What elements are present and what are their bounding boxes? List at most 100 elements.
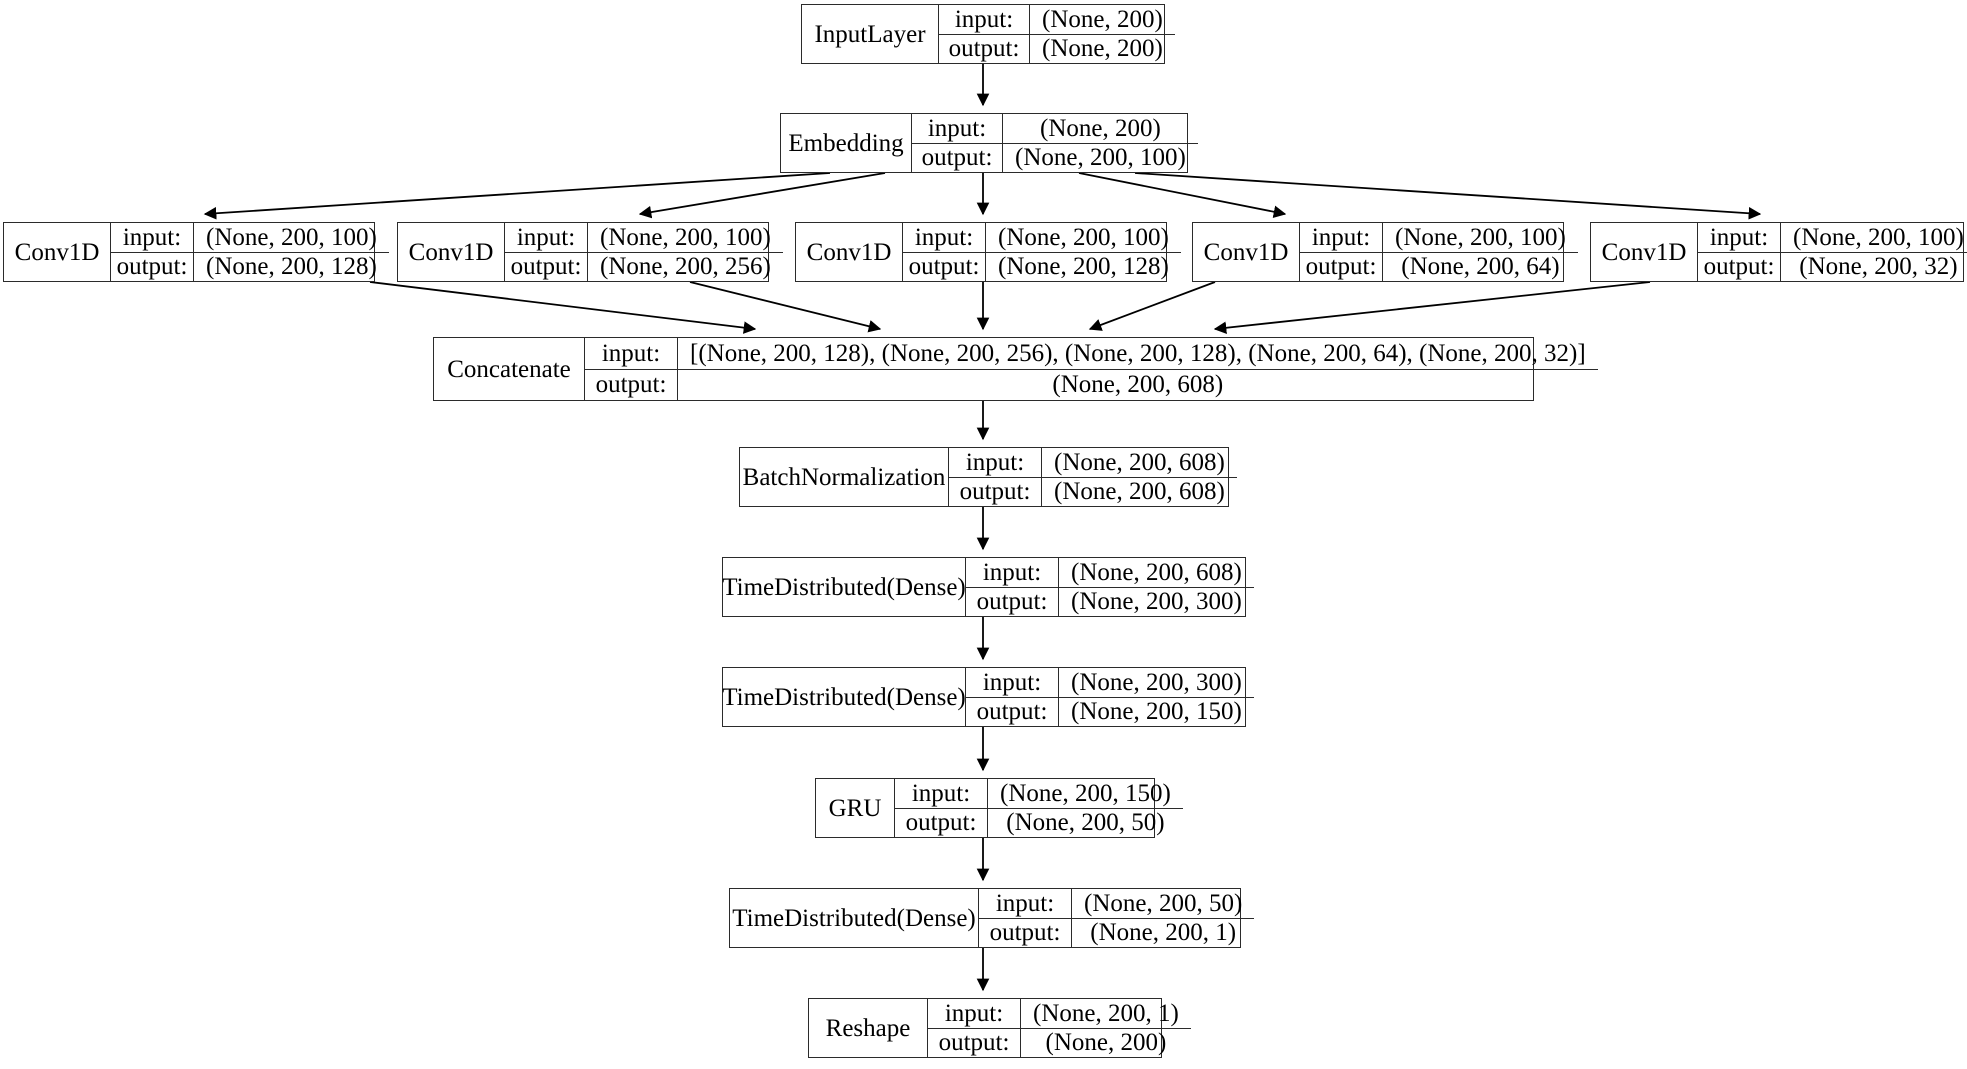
layer-input-label: input: xyxy=(1709,223,1769,251)
edge-conv1d_2-to-concatenate xyxy=(689,281,882,333)
layer-input-label: input: xyxy=(995,889,1055,917)
layer-output-row: output:(None, 200, 64) xyxy=(1300,251,1578,281)
layer-name-label: Embedding xyxy=(788,129,904,157)
layer-input-row: input:(None, 200, 1) xyxy=(928,999,1191,1028)
layer-name-label: Reshape xyxy=(825,1014,911,1042)
layer-node-time_distributed_dense_3[interactable]: TimeDistributed(Dense)input:(None, 200, … xyxy=(729,888,1255,948)
layer-output-row: output: (None, 200, 1) xyxy=(979,917,1255,947)
layer-output-label: output: xyxy=(1703,253,1775,281)
layer-io-table: input:(None, 200, 1)output: (None, 200) xyxy=(927,999,1191,1057)
layer-output-shape: (None, 200) xyxy=(1020,1028,1191,1057)
layer-input-label: input: xyxy=(601,339,661,367)
layer-input-label: input: xyxy=(927,114,987,142)
edges xyxy=(203,64,1762,992)
edge-embedding-to-conv1d_1 xyxy=(203,172,831,220)
layer-output-row: output:(None, 200, 300) xyxy=(966,586,1254,616)
layer-output-label: output: xyxy=(976,588,1048,616)
layer-input-label: input: xyxy=(982,668,1042,696)
layer-output-shape: (None, 200, 128) xyxy=(985,252,1181,281)
layer-io-table: input: [(None, 200, 128), (None, 200, 256… xyxy=(584,338,1598,400)
layer-output-label: output: xyxy=(948,35,1020,63)
layer-output-label: output: xyxy=(938,1029,1010,1057)
layer-name-label: TimeDistributed(Dense) xyxy=(722,573,966,601)
layer-input-row: input: (None, 200) xyxy=(912,114,1198,143)
edge-embedding-to-conv1d_5 xyxy=(1134,172,1762,220)
layer-input-shape: (None, 200) xyxy=(1002,114,1198,143)
layer-name-label: GRU xyxy=(828,794,882,822)
layer-input-shape: (None, 200, 100) xyxy=(1382,223,1578,252)
layer-name-label: TimeDistributed(Dense) xyxy=(722,683,966,711)
layer-output-shape: (None, 200, 64) xyxy=(1382,252,1578,281)
layer-output-shape: (None, 200, 50) xyxy=(987,808,1183,837)
layer-name-label: Conv1D xyxy=(1601,238,1687,266)
layer-output-label: output: xyxy=(908,253,980,281)
layer-input-row: input:(None, 200, 150) xyxy=(895,779,1183,808)
layer-input-shape: (None, 200, 100) xyxy=(985,223,1181,252)
layer-input-label: input: xyxy=(965,448,1025,476)
layer-output-shape: (None, 200) xyxy=(1029,34,1175,63)
layer-input-row: input:(None, 200, 50) xyxy=(979,889,1254,918)
layer-input-row: input: (None, 200, 300) xyxy=(966,668,1254,697)
edge-conv1d_1-to-concatenate xyxy=(369,281,757,334)
layer-io-table: input:(None, 200, 100)output:(None, 200,… xyxy=(1697,223,1967,281)
layer-output-label: output: xyxy=(510,253,582,281)
layer-output-shape: (None, 200, 1) xyxy=(1071,918,1254,947)
layer-name-label: Conv1D xyxy=(408,238,494,266)
layer-io-table: input: (None, 200) output: (None, 200) xyxy=(938,5,1175,63)
edge-embedding-to-conv1d_4 xyxy=(1078,172,1287,218)
layer-output-row: output:(None, 200, 128) xyxy=(111,251,389,281)
layer-input-row: input:(None, 200, 100) xyxy=(111,223,389,252)
layer-output-shape: (None, 200, 256) xyxy=(587,252,783,281)
layer-input-shape: [(None, 200, 128), (None, 200, 256), (No… xyxy=(677,338,1598,369)
layer-output-row: output:(None, 200, 128) xyxy=(903,251,1181,281)
layer-input-shape: (None, 200) xyxy=(1029,5,1175,34)
layer-output-row: output: (None, 200) xyxy=(928,1027,1191,1057)
layer-input-label: input: xyxy=(516,223,576,251)
layer-output-shape: (None, 200, 150) xyxy=(1058,697,1254,726)
layer-output-shape: (None, 200, 128) xyxy=(193,252,389,281)
layer-io-table: input:(None, 200)output:(None, 200, 100) xyxy=(911,114,1198,172)
layer-input-shape: (None, 200, 300) xyxy=(1058,668,1254,697)
layer-node-batch_normalization[interactable]: BatchNormalization input: (None, 200, 608)… xyxy=(739,447,1237,507)
edge-embedding-to-conv1d_2 xyxy=(638,172,886,219)
layer-output-label: output: xyxy=(1305,253,1377,281)
layer-io-table: input:(None, 200, 150)output:(None, 200,… xyxy=(894,779,1183,837)
layer-input-label: input: xyxy=(954,5,1014,33)
layer-name-label: BatchNormalization xyxy=(742,463,946,491)
layer-node-conv1d_1[interactable]: Conv1D input:(None, 200, 100)output:(None… xyxy=(3,222,389,282)
layer-node-reshape[interactable]: Reshape input:(None, 200, 1)output: (None,… xyxy=(808,998,1191,1058)
layer-io-table: input:(None, 200, 100)output:(None, 200,… xyxy=(504,223,783,281)
layer-name-label: Conv1D xyxy=(14,238,100,266)
layer-output-shape: (None, 200, 32) xyxy=(1780,252,1967,281)
layer-output-label: output: xyxy=(989,919,1061,947)
layer-output-shape: (None, 200, 608) xyxy=(1041,477,1237,506)
layer-input-row: input:(None, 200, 100) xyxy=(1300,223,1578,252)
layer-io-table: input:(None, 200, 608)output:(None, 200,… xyxy=(965,558,1254,616)
layer-name-label: Conv1D xyxy=(806,238,892,266)
layer-output-label: output: xyxy=(976,698,1048,726)
layer-io-table: input:(None, 200, 100)output:(None, 200,… xyxy=(902,223,1181,281)
layer-output-row: output:(None, 200, 608) xyxy=(949,476,1237,506)
layer-name-label: TimeDistributed(Dense) xyxy=(732,904,976,932)
layer-node-conv1d_5[interactable]: Conv1D input:(None, 200, 100)output:(None… xyxy=(1590,222,1967,282)
layer-io-table: input:(None, 200, 50)output: (None, 200, … xyxy=(978,889,1255,947)
layer-io-table: input:(None, 200, 100)output:(None, 200,… xyxy=(1299,223,1578,281)
layer-input-shape: (None, 200, 608) xyxy=(1041,448,1237,477)
layer-input-label: input: xyxy=(911,779,971,807)
layer-output-shape: (None, 200, 100) xyxy=(1002,143,1198,172)
layer-node-time_distributed_dense_2[interactable]: TimeDistributed(Dense) input: (None, 200, … xyxy=(722,667,1254,727)
layer-io-table: input: (None, 200, 608)output:(None, 200,… xyxy=(948,448,1237,506)
layer-node-time_distributed_dense_1[interactable]: TimeDistributed(Dense)input:(None, 200, … xyxy=(722,557,1254,617)
layer-input-row: input: (None, 200) xyxy=(939,5,1175,34)
layer-node-gru[interactable]: GRU input:(None, 200, 150)output:(None, 2… xyxy=(815,778,1183,838)
layer-output-row: output:(None, 200, 50) xyxy=(895,807,1183,837)
layer-input-label: input: xyxy=(122,223,182,251)
layer-input-shape: (None, 200, 1) xyxy=(1020,999,1191,1028)
layer-node-conv1d_3[interactable]: Conv1D input:(None, 200, 100)output:(None… xyxy=(795,222,1181,282)
layer-node-conv1d_2[interactable]: Conv1D input:(None, 200, 100)output:(None… xyxy=(397,222,783,282)
edge-conv1d_4-to-concatenate xyxy=(1088,281,1216,331)
